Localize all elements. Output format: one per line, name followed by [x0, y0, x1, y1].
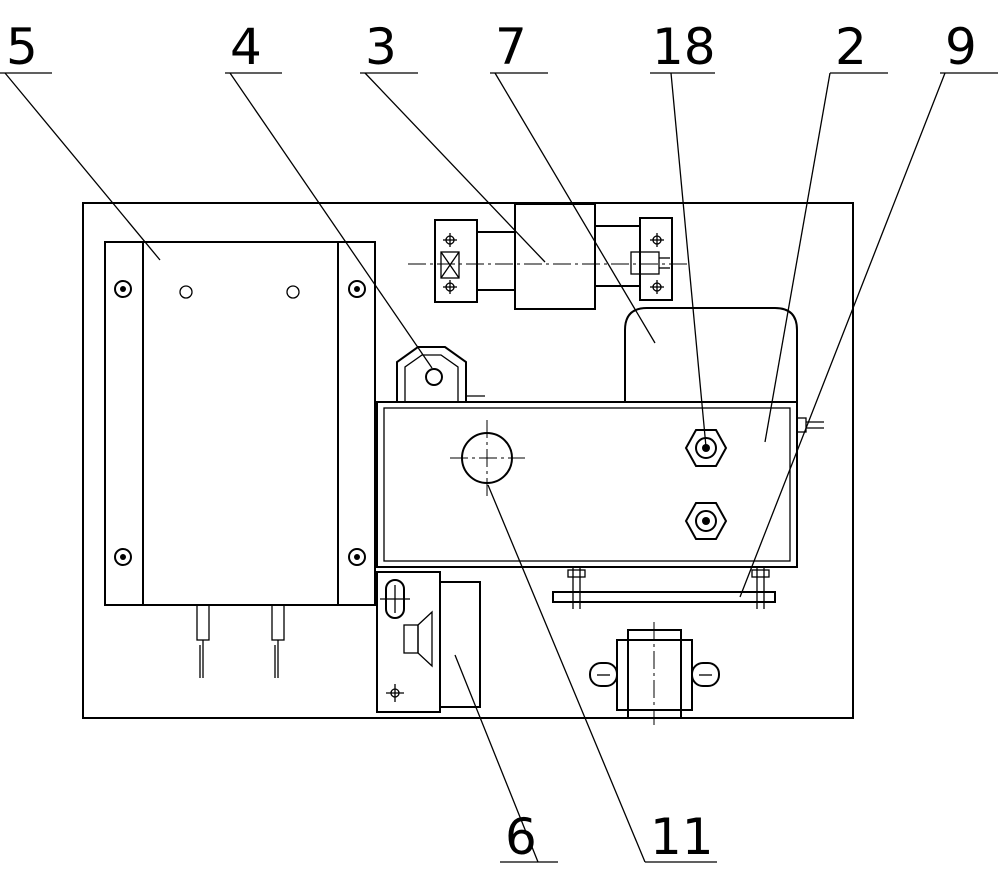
callout-11: 11 [650, 808, 714, 866]
callout-3: 3 [365, 18, 397, 76]
component-2-housing [376, 401, 824, 568]
callout-4: 4 [230, 18, 262, 76]
component-6-block [376, 571, 481, 713]
callout-7: 7 [495, 18, 527, 76]
callout-18: 18 [652, 18, 716, 76]
callout-6: 6 [505, 808, 537, 866]
nut-icon [684, 502, 728, 540]
component-3-cylinder [408, 203, 690, 310]
mount-bracket [589, 622, 720, 725]
component-4-bracket [396, 346, 485, 402]
component-5-box [104, 241, 376, 678]
component-7-housing [624, 307, 798, 402]
nut-icon [684, 429, 728, 467]
callout-5: 5 [6, 18, 38, 76]
base-plate [82, 202, 854, 719]
callout-9: 9 [945, 18, 977, 76]
bolt-icon [114, 280, 366, 566]
component-9-bar [552, 567, 776, 609]
callout-2: 2 [835, 18, 867, 76]
leader-lines [0, 72, 998, 863]
